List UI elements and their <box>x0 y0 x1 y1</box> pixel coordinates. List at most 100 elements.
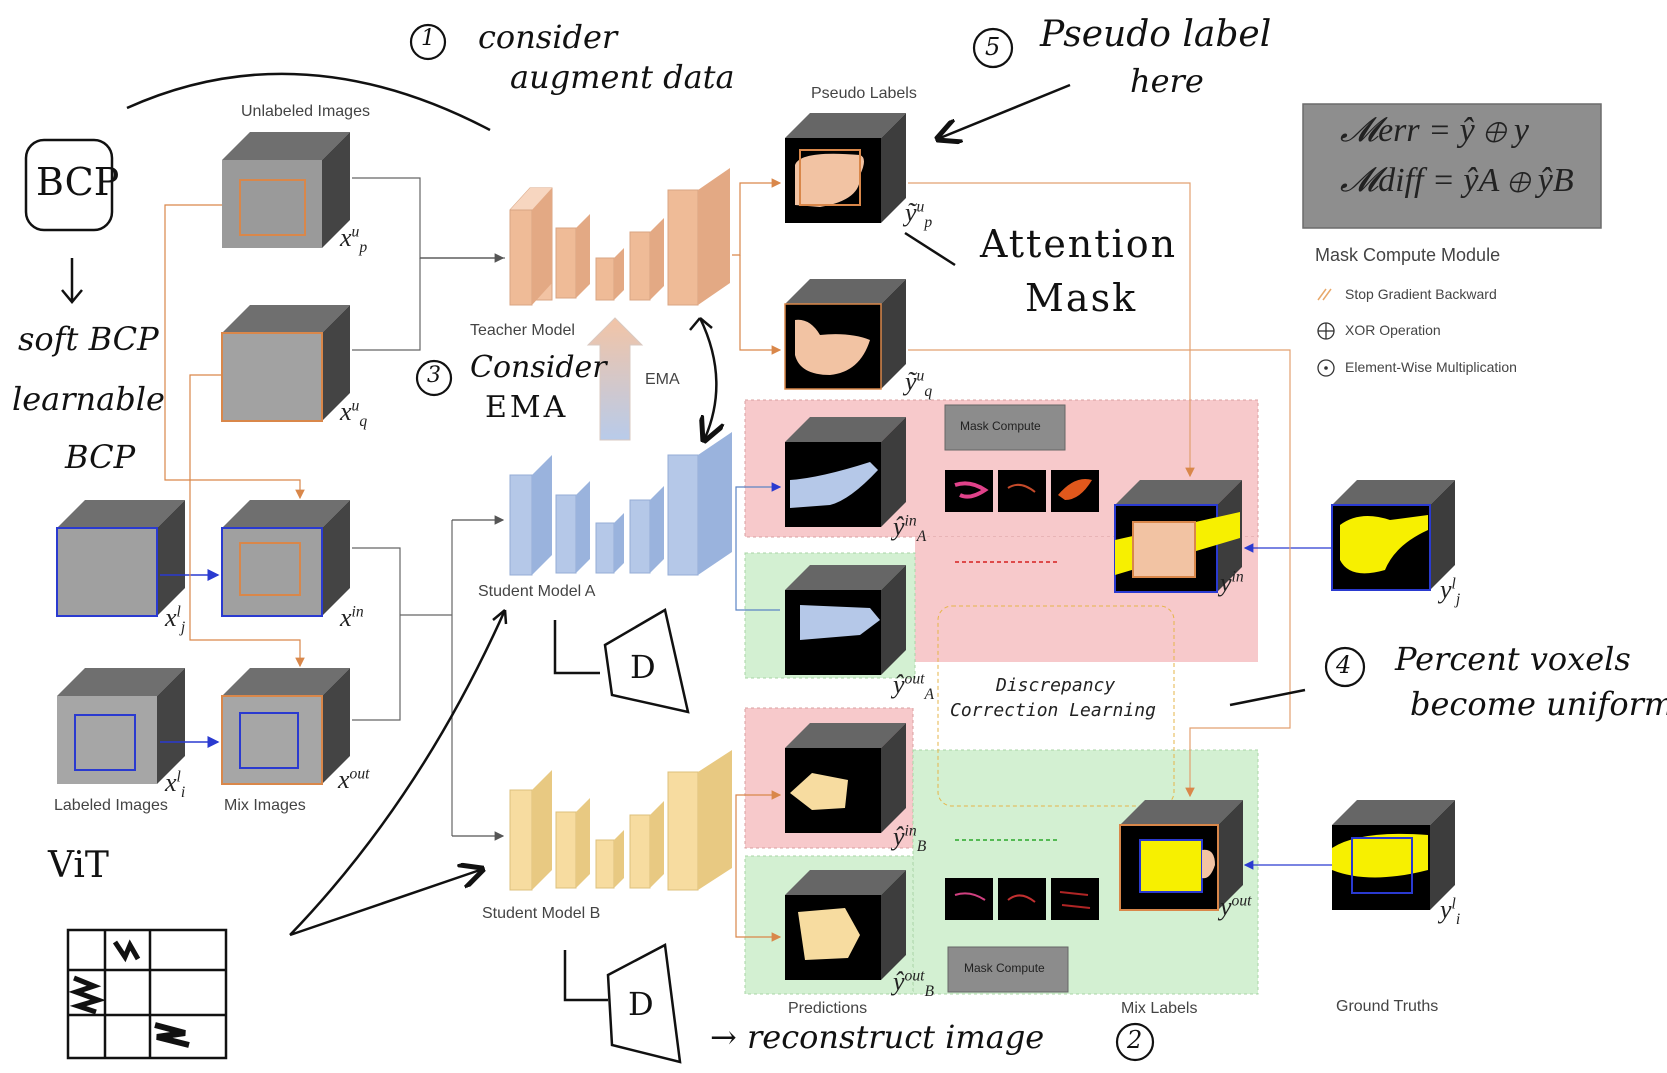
symbol-xj: xlj <box>165 603 186 637</box>
predictions-label: Predictions <box>788 1000 868 1017</box>
labeled-images-label: Labeled Images <box>54 797 168 814</box>
cube-xi <box>57 668 185 784</box>
note1-line1: consider <box>478 18 618 56</box>
cube-yp <box>785 113 906 223</box>
symbol-yin: yin <box>1220 568 1244 597</box>
cube-xj <box>56 500 185 617</box>
decoder-b-bracket <box>563 950 608 1002</box>
student-model-b-shape <box>509 750 732 891</box>
symbol-yBin: ŷinB <box>893 822 927 856</box>
symbol-xi: xli <box>165 768 186 802</box>
symbol-yBout: ŷoutB <box>893 967 935 1001</box>
vit-scribble-3 <box>154 1022 190 1048</box>
vit-arrow-a-head <box>492 609 508 625</box>
attention-line1: Attention <box>980 222 1178 266</box>
symbol-yi: yli <box>1440 895 1461 929</box>
cube-xq <box>221 305 350 422</box>
mask-compute-module-title: Mask Compute Module <box>1315 245 1501 265</box>
decoder-b-note: D <box>628 985 654 1023</box>
line-attention <box>904 231 956 267</box>
note2-number: 2 <box>1127 1026 1143 1054</box>
pseudo-labels-label: Pseudo Labels <box>811 85 917 102</box>
symbol-yout: yout <box>1220 892 1252 921</box>
legend-xor: XOR Operation <box>1345 322 1441 338</box>
ema-curved-arrow <box>698 317 716 438</box>
decoder-a-bracket <box>553 620 600 675</box>
formula-box <box>1302 103 1602 229</box>
symbol-yq: ỹuq <box>905 367 933 401</box>
student-model-a-shape <box>509 432 732 576</box>
discrepancy-line1: Discrepancy <box>996 675 1116 696</box>
vit-note: ViT <box>48 845 109 886</box>
legend-element-wise: Element-Wise Multiplication <box>1345 359 1517 375</box>
note3-line1: Consider <box>470 350 607 385</box>
note4-line2: become uniform <box>1410 685 1667 723</box>
arrow-to-pseudo <box>940 83 1071 138</box>
ground-truths-label: Ground Truths <box>1336 998 1439 1015</box>
vit-scribble-1 <box>112 939 141 963</box>
cube-yin <box>1114 480 1242 593</box>
mask-compute-b-label: Mask Compute <box>964 961 1045 975</box>
line-note4 <box>1229 688 1306 707</box>
note3-number: 3 <box>427 363 441 388</box>
cube-xp <box>222 132 350 248</box>
decoder-b-trapezoid <box>606 943 682 1064</box>
decoder-a-note: D <box>630 648 656 686</box>
unlabeled-images-label: Unlabeled Images <box>241 103 370 120</box>
mask-compute-box-a <box>944 404 1066 451</box>
formula-m-diff: 𝓜diff = ŷA ⊕ ŷB <box>1340 162 1574 199</box>
ema-curved-arrow-head <box>689 317 713 331</box>
bcp-box <box>24 138 114 232</box>
note4-number: 4 <box>1336 651 1352 679</box>
mask-compute-box-b <box>947 946 1069 993</box>
ema-arrow <box>586 317 644 441</box>
decoder-a-trapezoid <box>603 608 690 714</box>
cube-yout <box>1119 800 1243 911</box>
cube-xout <box>221 668 350 785</box>
symbol-yAin: ŷinA <box>893 512 927 546</box>
note5-number: 5 <box>985 33 1001 61</box>
discrepancy-box <box>937 605 1175 807</box>
symbol-yAout: ŷoutA <box>893 670 935 704</box>
student-model-b-label: Student Model B <box>482 905 601 922</box>
cube-yBout <box>785 870 906 980</box>
note5-line1: Pseudo label <box>1040 14 1272 55</box>
symbol-xp: xup <box>340 223 368 257</box>
symbol-xin: xin <box>340 603 364 632</box>
teacher-model-shape <box>509 168 730 306</box>
ema-label: EMA <box>645 371 680 388</box>
note3-line2: EMA <box>485 390 569 425</box>
vit-arrows <box>289 609 507 937</box>
vit-scribble-2 <box>68 975 106 1015</box>
teacher-model-label: Teacher Model <box>470 322 575 339</box>
bcp-note: BCP <box>36 160 120 204</box>
note1-number: 1 <box>421 26 435 51</box>
soft-bcp-line2: learnable <box>12 380 165 418</box>
legend-stop-gradient: Stop Gradient Backward <box>1345 286 1497 302</box>
mask-compute-a-label: Mask Compute <box>960 419 1041 433</box>
vit-grid <box>66 928 228 1060</box>
hand-arc-top <box>126 72 491 132</box>
attention-line2: Mask <box>1025 276 1138 320</box>
student-model-a-label: Student Model A <box>478 583 596 600</box>
mask-tiles-a <box>945 470 1099 512</box>
mix-labels-label: Mix Labels <box>1121 1000 1198 1017</box>
cube-yq <box>784 279 906 390</box>
formula-m-err: 𝓜err = ŷ ⊕ y <box>1340 112 1529 149</box>
mix-images-label: Mix Images <box>224 797 306 814</box>
cube-yAout <box>785 565 906 675</box>
discrepancy-line2: Correction Learning <box>950 700 1156 721</box>
note1-line2: augment data <box>510 58 735 96</box>
cube-yAin <box>785 417 906 527</box>
symbol-yj: ylj <box>1440 575 1461 609</box>
symbol-xq: xuq <box>340 397 368 431</box>
cube-yj <box>1331 480 1455 591</box>
symbol-xout: xout <box>338 765 370 794</box>
soft-bcp-line3: BCP <box>65 438 136 476</box>
cube-yi <box>1332 800 1455 910</box>
soft-bcp-line1: soft BCP <box>18 320 159 358</box>
cube-yBin <box>785 723 906 833</box>
note4-line1: Percent voxels <box>1395 640 1631 678</box>
cube-xin <box>221 500 350 617</box>
